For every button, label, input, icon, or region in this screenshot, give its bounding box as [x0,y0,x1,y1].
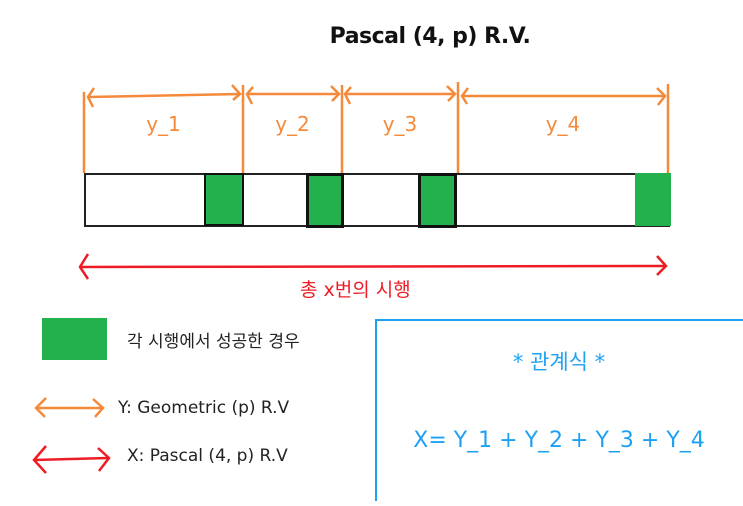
success-trial-2 [306,173,344,228]
segment-label-y2: y_2 [275,112,310,136]
relation-box [375,319,743,501]
relation-formula: X= Y_1 + Y_2 + Y_3 + Y_4 [413,428,705,453]
total-trials-label: 총 x번의 시행 [300,279,411,301]
success-trial-1 [204,173,244,226]
legend-pascal-label: X: Pascal (4, p) R.V [127,446,288,466]
segment-label-y4: y_4 [545,112,581,136]
legend-geometric-label: Y: Geometric (p) R.V [118,398,290,418]
legend-pascal-arrow-icon [32,445,111,474]
segment-arrows [82,82,670,173]
legend-success-label: 각 시행에서 성공한 경우 [127,332,300,352]
trials-bar [84,173,670,227]
legend-geometric-arrow-icon [34,397,105,418]
success-trial-3 [418,173,457,228]
segment-label-y1: y_1 [146,112,181,136]
success-trial-4 [635,173,671,226]
segment-label-y3: y_3 [382,112,418,136]
total-trials-arrow [78,253,668,280]
diagram-title: Pascal (4, p) R.V. [329,24,531,49]
legend-success-swatch [42,318,107,360]
relation-title: * 관계식 * [512,350,606,374]
